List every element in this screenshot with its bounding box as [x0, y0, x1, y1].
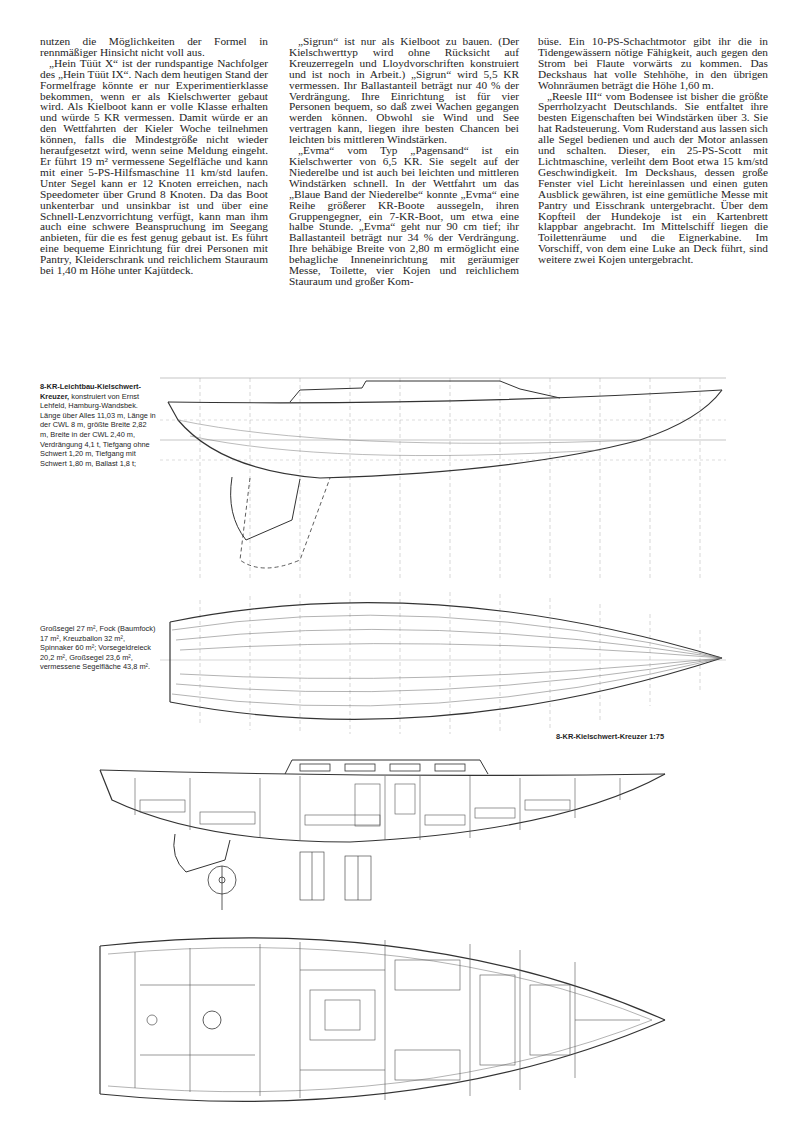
text-column: „Sigrun“ ist nur als Kielboot zu bauen. … [289, 36, 519, 287]
figure-caption: 8-KR-Leichtbau-Kielschwert-Kreuzer, kons… [40, 382, 156, 468]
figure-caption: Großsegel 27 m², Fock (Baumfock) 17 m², … [40, 624, 158, 672]
body-paragraph: „Sigrun“ ist nur als Kielboot zu bauen. … [289, 36, 519, 145]
caption-text: konstruiert von Ernst Lehfeld, Hamburg-W… [40, 392, 156, 468]
profile-view [160, 378, 726, 580]
body-paragraph: nutzen die Möglichkeiten der Formel in r… [40, 36, 268, 58]
figure-caption: 8-KR-Kielschwert-Kreuzer 1:75 [556, 732, 746, 742]
text-column: büse. Ein 10-PS-Schachtmotor gibt ihr di… [538, 36, 768, 265]
text-column: nutzen die Möglichkeiten der Formel in r… [40, 36, 268, 276]
caption-heading: 8-KR-Kielschwert-Kreuzer 1:75 [556, 732, 664, 741]
body-paragraph: „Hein Tüüt X“ ist der rundspantige Nachf… [40, 58, 268, 276]
body-paragraph: büse. Ein 10-PS-Schachtmotor gibt ihr di… [538, 36, 768, 91]
caption-text: Großsegel 27 m², Fock (Baumfock) 17 m², … [40, 624, 155, 671]
body-paragraph: „Evma“ vom Typ „Pagensand“ ist ein Kiels… [289, 145, 519, 287]
body-paragraph: „Reesle III“ vom Bodensee ist bisher die… [538, 91, 768, 266]
interior-profile [100, 760, 665, 910]
deck-plan [100, 938, 665, 1102]
lines-plan [160, 592, 726, 734]
